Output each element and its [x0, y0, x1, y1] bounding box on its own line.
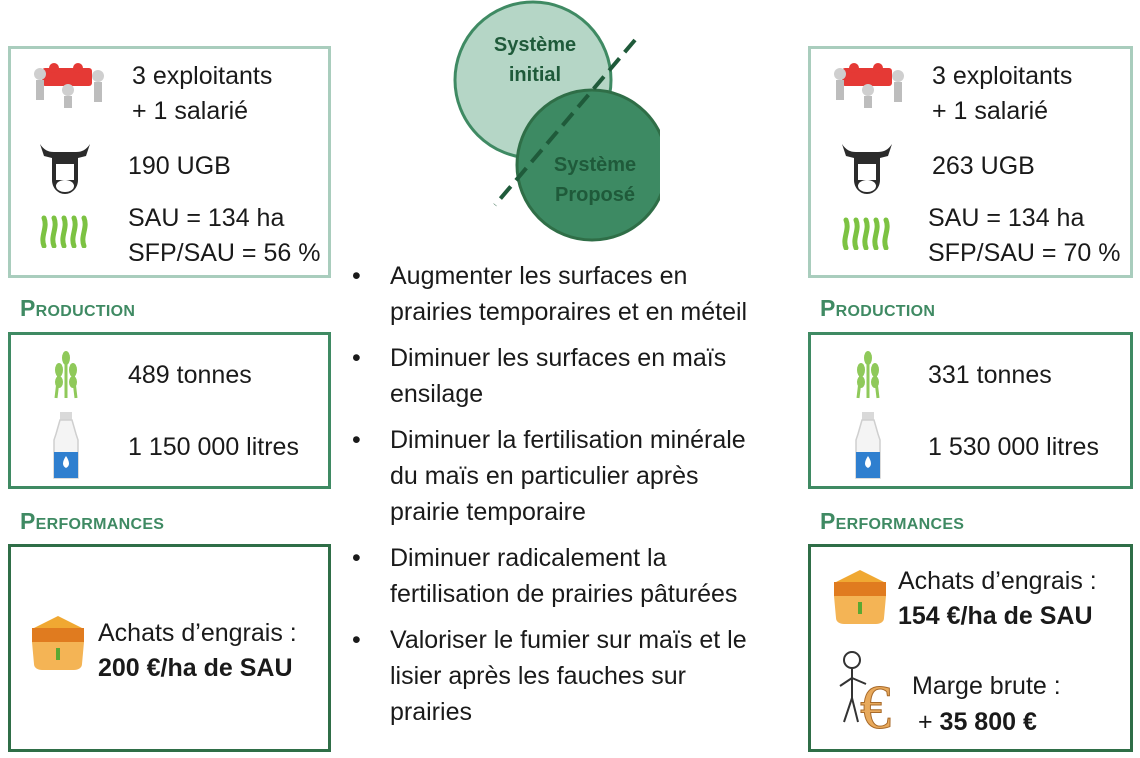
wheat-icon	[856, 351, 880, 399]
right-sfp: SFP/SAU = 70 %	[928, 239, 1121, 267]
left-ugb: 190 UGB	[128, 152, 231, 180]
right-sau: SAU = 134 ha	[928, 204, 1085, 232]
left-sau: SAU = 134 ha	[128, 204, 285, 232]
systems-circles	[453, 0, 660, 242]
fertilizer-bag-icon	[32, 616, 84, 670]
right-structure-box	[808, 46, 1133, 278]
left-milk: 1 150 000 litres	[128, 433, 299, 461]
left-performances-title: Performances	[20, 508, 165, 534]
right-ugb: 263 UGB	[932, 152, 1035, 180]
right-farmers-line2: + 1 salarié	[932, 97, 1049, 125]
left-structure-box	[8, 46, 331, 278]
right-milk: 1 530 000 litres	[928, 433, 1099, 461]
cow-icon	[40, 144, 90, 194]
milk-bottle-icon	[53, 412, 79, 479]
right-margin-label: Marge brute :	[912, 672, 1061, 700]
grass-icon	[842, 217, 890, 250]
right-margin-row: + 35 800 €	[918, 704, 1037, 740]
right-margin-value: 35 800 €	[939, 708, 1037, 736]
initial-system-label: Système initial	[493, 34, 577, 86]
left-production-title: Production	[20, 295, 136, 321]
svg-text:€: €	[860, 674, 891, 732]
right-grain: 331 tonnes	[928, 361, 1052, 389]
puzzle-people-icon	[834, 63, 904, 108]
left-farmers-line1: 3 exploitants	[132, 62, 273, 90]
proposed-system-label: Système Proposé	[553, 154, 637, 206]
left-fert-value: 200 €/ha de SAU	[98, 654, 293, 682]
right-performances-title: Performances	[820, 508, 965, 534]
right-margin-prefix: +	[918, 708, 940, 736]
right-performances-box	[808, 544, 1133, 752]
right-fert-value: 154 €/ha de SAU	[898, 602, 1093, 630]
wheat-icon	[54, 351, 78, 399]
left-production-box	[8, 332, 331, 489]
left-farmers-line2: + 1 salarié	[132, 97, 249, 125]
left-fert-label: Achats d’engrais :	[98, 619, 297, 647]
cow-icon	[842, 144, 892, 194]
left-grain: 489 tonnes	[128, 361, 252, 389]
stick-figure-euro-icon: €	[839, 651, 892, 732]
grass-icon	[40, 215, 88, 248]
puzzle-people-icon	[34, 63, 104, 108]
right-production-title: Production	[820, 295, 936, 321]
left-sfp: SFP/SAU = 56 %	[128, 239, 321, 267]
milk-bottle-icon	[855, 412, 881, 479]
left-performances-box	[8, 544, 331, 752]
right-farmers-line1: 3 exploitants	[932, 62, 1073, 90]
action-item: Valoriser le fumier sur maïs et lelisier…	[352, 622, 802, 730]
right-fert-label: Achats d’engrais :	[898, 567, 1097, 595]
fertilizer-bag-icon	[834, 570, 886, 624]
right-production-box	[808, 332, 1133, 489]
